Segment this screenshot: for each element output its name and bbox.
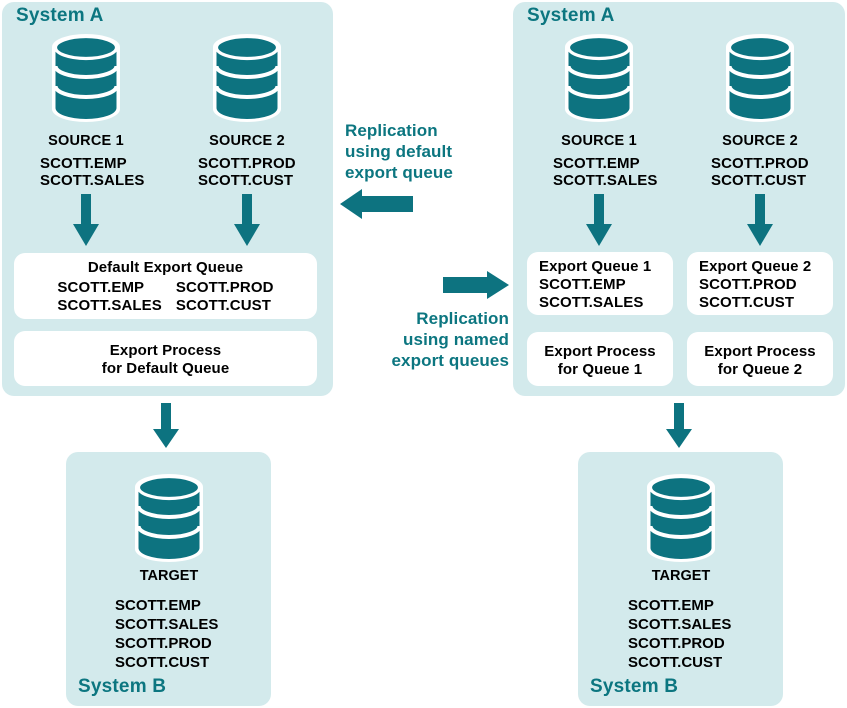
right-source-1-database-icon	[560, 30, 638, 126]
table-name: SCOTT.CUST	[699, 293, 795, 311]
right-source-2-label: SOURCE 2	[722, 133, 798, 149]
table-name: SCOTT.CUST	[628, 654, 723, 671]
table-name: SCOTT.PROD	[175, 279, 274, 296]
caption-replication-named-queues: Replication using named export queues	[352, 308, 509, 371]
caption-line-3: export queue	[345, 163, 453, 182]
queue-box-title: Export Queue 2	[699, 258, 812, 275]
right-export-process-2-box: Export Process for Queue 2	[687, 332, 833, 386]
table-name: SCOTT.SALES	[539, 293, 644, 311]
process-box-line-1: Export Process	[109, 342, 222, 359]
left-source-1-down-arrow-icon	[73, 194, 99, 246]
left-system-b-title: System B	[78, 676, 167, 697]
right-target-tables: SCOTT.EMP SCOTT.SALES SCOTT.PROD SCOTT.C…	[628, 596, 731, 672]
left-source-2-database-icon	[208, 30, 286, 126]
right-target-label: TARGET	[651, 568, 711, 584]
right-system-b-title: System B	[590, 676, 679, 697]
right-pointing-arrow-icon	[443, 271, 509, 299]
table-name: SCOTT.CUST	[711, 172, 807, 189]
table-name: SCOTT.EMP	[553, 155, 640, 172]
queue-box-title: Default Export Queue	[87, 259, 244, 276]
right-export-process-1-box: Export Process for Queue 1	[527, 332, 673, 386]
right-source-2-down-arrow-icon	[747, 194, 773, 246]
table-name: SCOTT.CUST	[115, 654, 210, 671]
table-name: SCOTT.PROD	[628, 635, 725, 652]
table-name: SCOTT.EMP	[115, 597, 201, 614]
caption-line-1: Replication	[416, 309, 509, 328]
right-source-1-tables: SCOTT.EMP SCOTT.SALES	[553, 155, 657, 189]
left-default-export-queue-box: Default Export Queue SCOTT.EMP SCOTT.SAL…	[14, 253, 317, 319]
table-name: SCOTT.PROD	[115, 635, 212, 652]
process-box-line-1: Export Process	[544, 343, 656, 360]
left-target-database-icon	[130, 470, 208, 566]
process-box-line-2: for Queue 1	[557, 361, 643, 378]
table-name: SCOTT.PROD	[699, 276, 797, 293]
right-source-1-label: SOURCE 1	[561, 133, 637, 149]
process-box-line-2: for Default Queue	[101, 360, 230, 377]
left-source-2-down-arrow-icon	[234, 194, 260, 246]
left-target-label: TARGET	[139, 568, 199, 584]
table-name: SCOTT.EMP	[40, 155, 127, 172]
left-to-system-b-down-arrow-icon	[153, 403, 179, 448]
table-name: SCOTT.SALES	[553, 172, 658, 189]
left-target-tables: SCOTT.EMP SCOTT.SALES SCOTT.PROD SCOTT.C…	[115, 596, 218, 672]
caption-line-2: using named	[403, 330, 509, 349]
right-target-database-icon	[642, 470, 720, 566]
left-source-1-tables: SCOTT.EMP SCOTT.SALES	[40, 155, 144, 189]
left-export-process-box: Export Process for Default Queue	[14, 331, 317, 386]
table-name: SCOTT.SALES	[115, 616, 219, 633]
table-name: SCOTT.PROD	[198, 155, 296, 172]
caption-line-1: Replication	[345, 121, 438, 140]
queue-box-column-2: SCOTT.PROD SCOTT.CUST	[176, 279, 274, 314]
caption-replication-default-queue: Replication using default export queue	[345, 120, 495, 183]
right-source-2-tables: SCOTT.PROD SCOTT.CUST	[711, 155, 809, 189]
left-pointing-arrow-icon	[340, 189, 413, 219]
table-name: SCOTT.EMP	[57, 279, 145, 296]
table-name: SCOTT.PROD	[711, 155, 809, 172]
table-name: SCOTT.CUST	[175, 296, 272, 314]
queue-box-title: Export Queue 1	[539, 258, 652, 275]
right-source-2-database-icon	[721, 30, 799, 126]
queue-box-column-1: SCOTT.EMP SCOTT.SALES	[57, 279, 161, 314]
table-name: SCOTT.SALES	[628, 616, 732, 633]
table-name: SCOTT.SALES	[40, 172, 145, 189]
process-box-line-1: Export Process	[704, 343, 816, 360]
left-source-1-label: SOURCE 1	[48, 133, 124, 149]
left-source-1-database-icon	[47, 30, 125, 126]
table-name: SCOTT.CUST	[198, 172, 294, 189]
right-export-queue-2-box: Export Queue 2 SCOTT.PROD SCOTT.CUST	[687, 252, 833, 315]
table-name: SCOTT.EMP	[539, 276, 626, 293]
right-export-queue-1-box: Export Queue 1 SCOTT.EMP SCOTT.SALES	[527, 252, 673, 315]
caption-line-2: using default	[345, 142, 453, 161]
table-name: SCOTT.SALES	[57, 296, 162, 314]
caption-line-3: export queues	[391, 351, 509, 370]
left-source-2-tables: SCOTT.PROD SCOTT.CUST	[198, 155, 296, 189]
left-system-a-title: System A	[16, 5, 104, 26]
right-source-1-down-arrow-icon	[586, 194, 612, 246]
left-source-2-label: SOURCE 2	[209, 133, 285, 149]
process-box-line-2: for Queue 2	[717, 361, 803, 378]
table-name: SCOTT.EMP	[628, 597, 714, 614]
right-to-system-b-down-arrow-icon	[666, 403, 692, 448]
right-system-a-title: System A	[527, 5, 615, 26]
